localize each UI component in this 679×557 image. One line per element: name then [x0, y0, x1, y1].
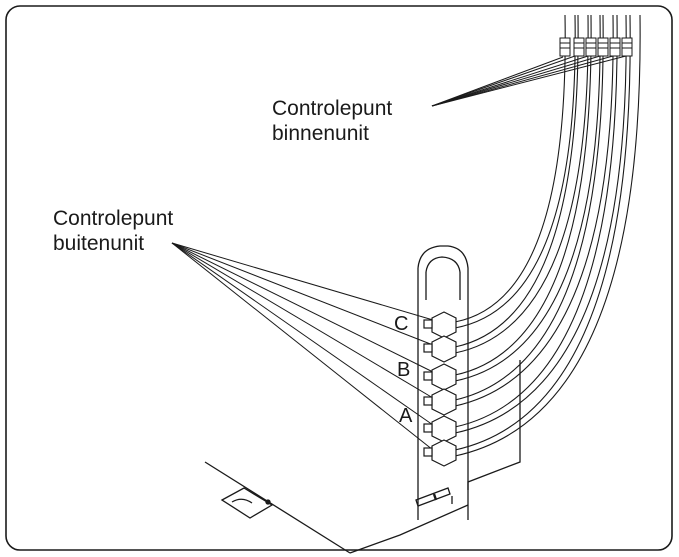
valve-a-upper — [423, 415, 457, 443]
service-valves — [423, 311, 457, 467]
valve-label-c: C — [394, 313, 409, 335]
refrigerant-pipes — [454, 14, 641, 457]
valve-c-upper — [423, 311, 457, 339]
valve-b-lower — [423, 388, 457, 416]
outdoor-leader-lines — [171, 242, 434, 451]
valve-label-b: B — [397, 359, 411, 381]
indoor-checkpoint-label: Controlepunt binnenunit — [272, 96, 392, 146]
indoor-connectors — [559, 37, 633, 57]
indoor-leader-lines — [431, 55, 627, 107]
indoor-label-line2: binnenunit — [272, 122, 369, 145]
indoor-label-line1: Controlepunt — [272, 97, 393, 120]
diagram-border — [5, 5, 673, 551]
outdoor-checkpoint-label: Controlepunt buitenunit — [53, 206, 173, 256]
valve-a-lower — [423, 439, 457, 467]
valve-c-lower — [423, 335, 457, 363]
outdoor-label-line2: buitenunit — [53, 232, 145, 255]
valve-label-a: A — [399, 405, 413, 427]
outdoor-unit — [204, 245, 521, 554]
outdoor-label-line1: Controlepunt — [53, 207, 174, 230]
valve-b-upper — [423, 363, 457, 391]
